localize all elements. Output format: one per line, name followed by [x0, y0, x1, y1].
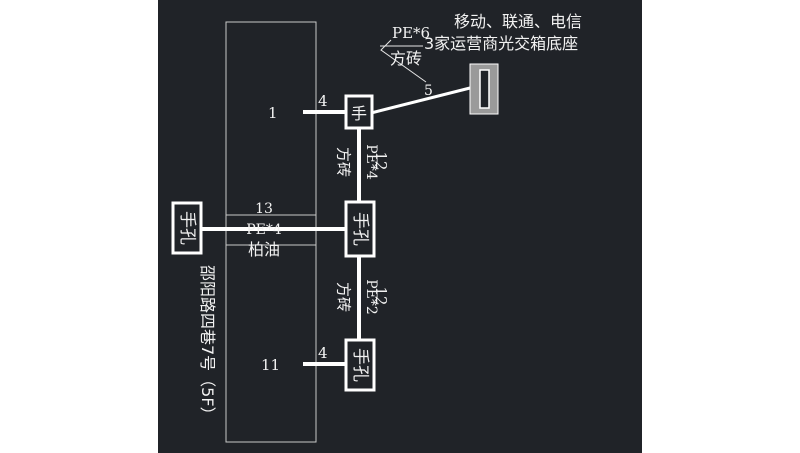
handhole-left: 手孔: [171, 201, 203, 255]
cable-spec-top: PE*6: [392, 24, 430, 42]
handhole-bottom: 手孔: [344, 338, 376, 392]
segment-length-12-upper: 12: [372, 151, 390, 170]
segment-length-4-bottom: 4: [318, 344, 328, 362]
asphalt-label: 柏油: [248, 240, 280, 259]
handhole-top-label: 手: [351, 104, 367, 123]
leader-line-cable: [380, 39, 427, 83]
segment-length-5: 5: [424, 83, 433, 99]
unit-number-11: 11: [261, 356, 280, 374]
cable-spec-vertical-upper: PE*4: [363, 144, 379, 180]
brick-label-top: 方砖: [390, 49, 422, 68]
handhole-middle: 手孔: [344, 200, 376, 258]
brick-label-vertical-upper: 方砖: [335, 147, 353, 177]
cable-spec-vertical-lower: PE*2: [363, 279, 379, 315]
pipeline-diagram: 手 手孔 手孔 手孔 PE*6 方砖 移动、联通、电信 3家运营商光交箱底座 4…: [171, 12, 582, 443]
handhole-top: 手: [344, 94, 374, 130]
cabinet-base-slot: [479, 69, 490, 109]
brick-label-vertical-lower: 方砖: [335, 282, 353, 312]
handhole-left-label: 手孔: [177, 211, 197, 245]
segment-length-13: 13: [255, 201, 273, 217]
unit-number-1: 1: [268, 104, 278, 122]
building-name-label: 邵阳路四巷7号（5F）: [198, 265, 217, 423]
cable-spec-horizontal: PE*4: [246, 222, 282, 238]
segment-length-4-top: 4: [318, 92, 328, 110]
segment-length-12-lower: 12: [372, 286, 390, 305]
operators-line-2: 3家运营商光交箱底座: [424, 34, 578, 53]
operators-line-1: 移动、联通、电信: [454, 12, 582, 31]
pipe-to-cabinet: [370, 86, 471, 115]
cad-canvas: 手 手孔 手孔 手孔 PE*6 方砖 移动、联通、电信 3家运营商光交箱底座 4…: [158, 0, 642, 453]
building-outline: [225, 21, 317, 443]
handhole-bottom-label: 手孔: [350, 348, 370, 382]
handhole-middle-label: 手孔: [350, 212, 370, 246]
